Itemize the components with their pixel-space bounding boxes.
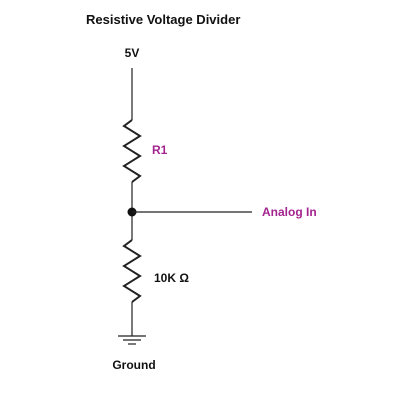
supply-label: 5V xyxy=(125,46,140,60)
resistor-r2-label: 10K Ω xyxy=(154,271,189,285)
resistor-r1 xyxy=(122,119,142,183)
resistor-r1-label: R1 xyxy=(152,143,168,157)
diagram-title: Resistive Voltage Divider xyxy=(86,12,240,27)
output-label: Analog In xyxy=(262,205,317,219)
ground-symbol xyxy=(118,335,146,345)
resistor-r2 xyxy=(122,239,142,303)
ground-label: Ground xyxy=(112,358,155,372)
